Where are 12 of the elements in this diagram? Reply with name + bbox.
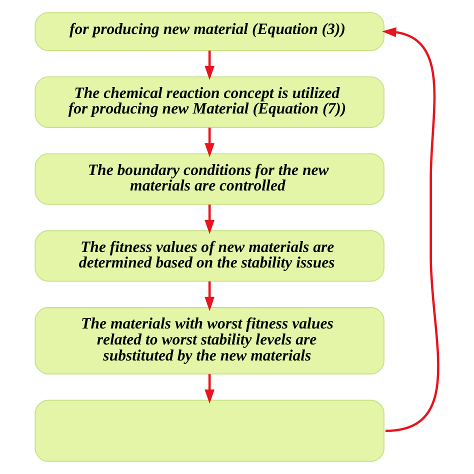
- node-box: for producing new material (Equation (3)): [34, 12, 384, 52]
- arrow: [204, 50, 215, 80]
- arrow: [382, 27, 440, 432]
- node-box: The fitness values of new materials are determined based on the stability issues: [34, 230, 384, 282]
- arrow: [204, 281, 215, 312]
- node-box: The boundary conditions for the new materials are controlled: [34, 153, 384, 205]
- node-box: [34, 400, 384, 462]
- node-box: The chemical reaction concept is utilized for producing new Material (Equation (7)): [34, 76, 384, 128]
- node-box: The materials with worst fitness values related to worst stability levels are substituted by the new materials: [34, 307, 384, 374]
- arrow: [204, 374, 215, 404]
- arrow: [204, 204, 215, 234]
- arrow: [204, 128, 215, 158]
